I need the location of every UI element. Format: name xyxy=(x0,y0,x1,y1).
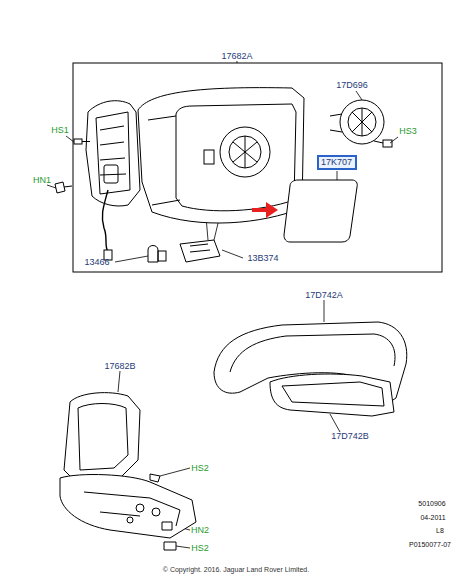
callout-number: 17D742B xyxy=(331,432,369,441)
callout-number: 17682A xyxy=(221,52,252,61)
callout-number: 13B374 xyxy=(247,254,278,263)
indicator-arrow xyxy=(252,202,278,218)
callout-number: HN1 xyxy=(33,176,51,185)
callout-number: HS2 xyxy=(191,544,209,553)
callout-number: HN2 xyxy=(191,526,209,535)
note: L8 xyxy=(436,527,444,534)
callout-number: 17682B xyxy=(104,362,135,371)
callout-number: 17D696 xyxy=(336,81,368,90)
callout-number: HS1 xyxy=(51,126,69,135)
note: 5010906 xyxy=(418,500,445,507)
callout-number: 13466 xyxy=(84,258,109,267)
part-number-box: 17K707 xyxy=(317,155,357,170)
note: 04-2011 xyxy=(420,514,445,521)
trim-ring xyxy=(270,374,394,416)
mirror-housing xyxy=(138,88,304,223)
lamp-holder xyxy=(180,240,220,262)
note: P0150077-07 xyxy=(409,541,451,548)
frame xyxy=(73,63,442,272)
mirror-base xyxy=(86,101,140,206)
motor xyxy=(330,100,384,144)
mirror-glass xyxy=(284,180,357,242)
mirror-housing-lower xyxy=(60,393,196,550)
bulb xyxy=(148,246,166,263)
callout-number: 17D742A xyxy=(305,291,343,300)
note: © Copyright. 2016. Jaguar Land Rover Lim… xyxy=(163,566,309,573)
callout-number: HS2 xyxy=(191,464,209,473)
part-number: 17K707 xyxy=(321,158,353,167)
wire-harness xyxy=(102,190,108,252)
leader-lines xyxy=(47,61,398,548)
callout-number: HS3 xyxy=(399,127,417,136)
